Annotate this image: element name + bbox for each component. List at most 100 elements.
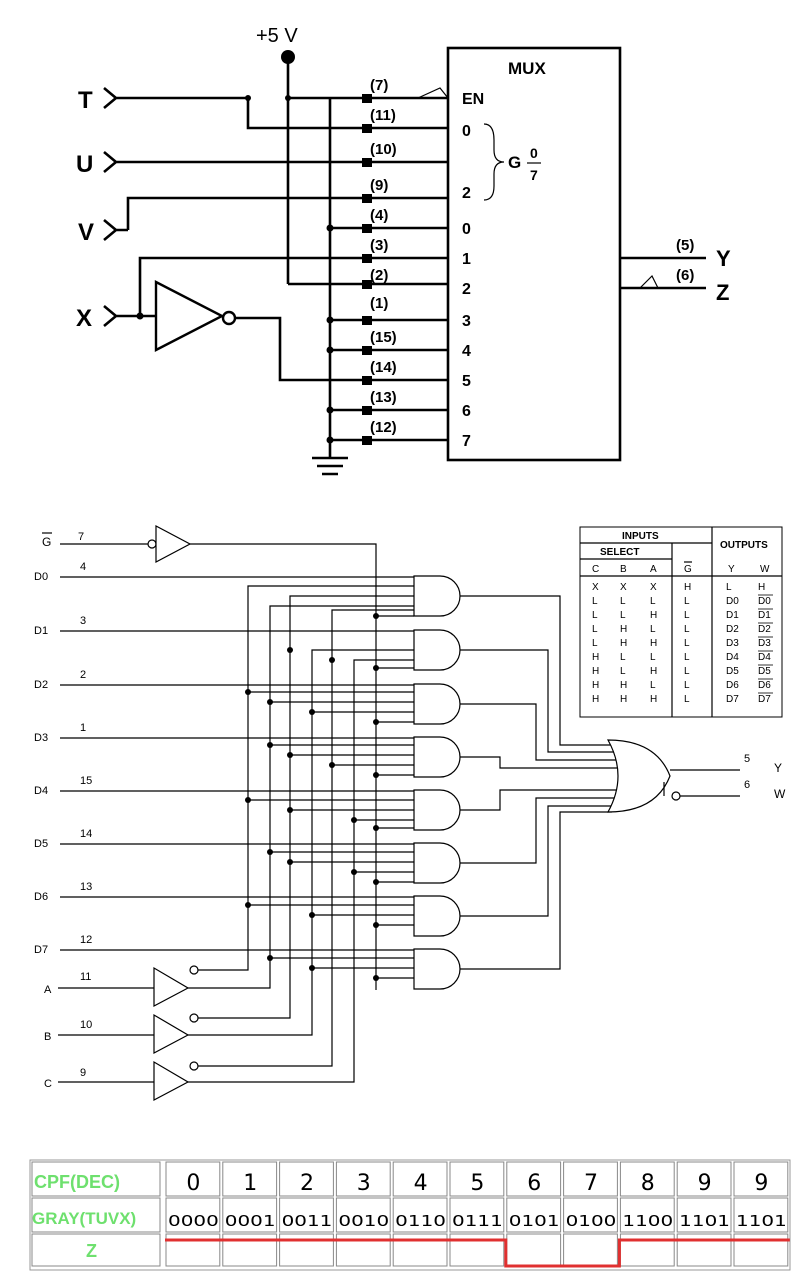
gray-code-value: 1101 bbox=[736, 1212, 787, 1230]
truth-table-cell: L bbox=[650, 680, 656, 691]
svg-text:(6): (6) bbox=[676, 267, 694, 284]
input-label-t: T bbox=[78, 87, 93, 114]
svg-text:7: 7 bbox=[530, 167, 538, 183]
truth-table-cell: H bbox=[592, 694, 599, 705]
svg-text:6: 6 bbox=[744, 779, 750, 791]
svg-text:(5): (5) bbox=[676, 237, 694, 254]
gray-code-value: 0010 bbox=[338, 1212, 389, 1230]
truth-table-cell: H bbox=[620, 694, 627, 705]
truth-table-cell: L bbox=[684, 610, 690, 621]
svg-text:2: 2 bbox=[80, 669, 86, 681]
svg-text:(13): (13) bbox=[370, 389, 397, 406]
svg-text:D5: D5 bbox=[34, 838, 48, 850]
dec-value: 9 bbox=[754, 1171, 768, 1196]
dec-value: 4 bbox=[414, 1171, 428, 1196]
truth-table-cell: H bbox=[592, 652, 599, 663]
svg-text:G: G bbox=[508, 153, 521, 172]
dec-value: 5 bbox=[470, 1171, 484, 1196]
svg-text:4: 4 bbox=[462, 343, 471, 360]
mux-pin-numbers: (7) (11) (10) (9) (4) (3) (2) (1) (15) (… bbox=[370, 77, 397, 436]
truth-table-cell: D3 bbox=[726, 638, 739, 649]
truth-table-cell: D4 bbox=[726, 652, 739, 663]
truth-table-cell: H bbox=[650, 638, 657, 649]
svg-text:0: 0 bbox=[530, 145, 538, 161]
logic-output-w: W bbox=[774, 787, 786, 801]
gray-code-value: 0000 bbox=[168, 1212, 219, 1230]
svg-text:(4): (4) bbox=[370, 207, 388, 224]
svg-text:12: 12 bbox=[80, 934, 92, 946]
gray-code-value: 0001 bbox=[225, 1212, 276, 1230]
svg-text:D6: D6 bbox=[34, 891, 48, 903]
truth-table-cell: L bbox=[684, 680, 690, 691]
dec-value: 2 bbox=[300, 1171, 314, 1196]
svg-text:INPUTS: INPUTS bbox=[622, 531, 659, 542]
svg-text:7: 7 bbox=[462, 433, 471, 450]
svg-text:7: 7 bbox=[78, 531, 84, 543]
input-label-u: U bbox=[76, 151, 93, 178]
inverter-gate bbox=[154, 280, 225, 352]
svg-text:(14): (14) bbox=[370, 359, 397, 376]
truth-table-cell: L bbox=[650, 652, 656, 663]
truth-table-cell: X bbox=[650, 582, 657, 593]
truth-table-cell: D1 bbox=[726, 610, 739, 621]
truth-table-cell: L bbox=[650, 624, 656, 635]
truth-table-cell: H bbox=[650, 610, 657, 621]
and-gates bbox=[248, 575, 740, 990]
truth-table-cell: H bbox=[650, 666, 657, 677]
svg-text:(11): (11) bbox=[370, 107, 396, 124]
dec-value: 7 bbox=[584, 1171, 598, 1196]
svg-text:3: 3 bbox=[462, 313, 471, 330]
gray-code-value: 0110 bbox=[395, 1212, 446, 1230]
logic-output-y: Y bbox=[774, 761, 782, 775]
svg-text:A: A bbox=[44, 984, 52, 996]
truth-table-cell: D0 bbox=[726, 596, 739, 607]
truth-table-cell: L bbox=[620, 666, 626, 677]
mux-circuit: MUX +5 V T U V X bbox=[76, 25, 731, 476]
truth-table-cell: D1 bbox=[758, 610, 771, 621]
svg-text:1: 1 bbox=[462, 251, 471, 268]
truth-table-cell: L bbox=[650, 596, 656, 607]
truth-table-cell: D3 bbox=[758, 638, 771, 649]
truth-table-cell: H bbox=[620, 680, 627, 691]
input-label-x: X bbox=[76, 305, 92, 332]
truth-table-cell: L bbox=[684, 638, 690, 649]
svg-text:B: B bbox=[620, 564, 627, 575]
svg-text:(10): (10) bbox=[370, 141, 397, 158]
dec-value: 6 bbox=[527, 1171, 541, 1196]
svg-text:Y: Y bbox=[728, 564, 735, 575]
svg-text:C: C bbox=[592, 564, 599, 575]
svg-text:D4: D4 bbox=[34, 785, 48, 797]
truth-table-cell: D5 bbox=[726, 666, 739, 677]
svg-text:D7: D7 bbox=[34, 944, 48, 956]
output-label-y: Y bbox=[716, 246, 731, 271]
svg-text:1: 1 bbox=[80, 722, 86, 734]
gray-code-value: 0100 bbox=[566, 1212, 617, 1230]
svg-text:(15): (15) bbox=[370, 329, 397, 346]
svg-text:10: 10 bbox=[80, 1019, 92, 1031]
truth-table-cell: L bbox=[684, 624, 690, 635]
svg-text:D2: D2 bbox=[34, 679, 48, 691]
output-label-z: Z bbox=[716, 280, 729, 305]
dec-value: 1 bbox=[243, 1171, 257, 1196]
svg-text:D0: D0 bbox=[34, 571, 48, 583]
truth-table-cell: H bbox=[620, 638, 627, 649]
row-label-dec: CPF(DEC) bbox=[34, 1172, 120, 1192]
truth-table-cell: L bbox=[684, 694, 690, 705]
svg-text:SELECT: SELECT bbox=[600, 547, 639, 558]
truth-table-cell: L bbox=[684, 596, 690, 607]
truth-table-cell: D2 bbox=[726, 624, 739, 635]
truth-table-cell: L bbox=[620, 652, 626, 663]
svg-text:(12): (12) bbox=[370, 419, 397, 436]
dec-value: 0 bbox=[186, 1171, 200, 1196]
svg-text:5: 5 bbox=[462, 373, 471, 390]
dec-value: 9 bbox=[698, 1171, 712, 1196]
truth-table-cell: L bbox=[592, 610, 598, 621]
group-brace bbox=[483, 123, 505, 201]
input-label-v: V bbox=[78, 219, 94, 246]
svg-text:13: 13 bbox=[80, 881, 92, 893]
gray-code-value: 0011 bbox=[282, 1212, 333, 1230]
